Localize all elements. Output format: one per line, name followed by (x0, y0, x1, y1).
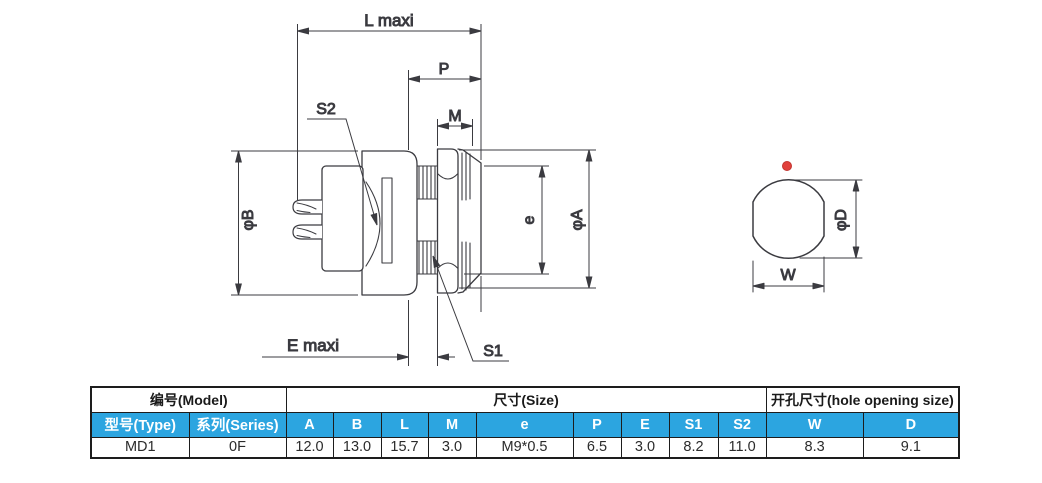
extension-lines (231, 24, 596, 366)
col-header-a: A (285, 411, 334, 438)
dim-label-phi-b: φB (240, 209, 257, 230)
col-header-s1: S1 (668, 411, 719, 438)
panel-cutout-shape (752, 179, 825, 259)
value-p: 6.5 (572, 436, 622, 459)
col-header-w: W (765, 411, 864, 438)
rear-body (321, 165, 364, 272)
value-e: M9*0.5 (475, 436, 574, 459)
value-d: 9.1 (862, 436, 960, 459)
dim-p: P (408, 61, 482, 83)
col-header-m: M (427, 411, 477, 438)
table-group-header-row: 编号(Model) 尺寸(Size) 开孔尺寸(hole opening siz… (90, 386, 960, 413)
value-b: 13.0 (332, 436, 382, 459)
value-e2: 3.0 (620, 436, 670, 459)
leader-s2: S2 (307, 101, 378, 226)
value-w: 8.3 (765, 436, 864, 459)
col-header-l: L (380, 411, 429, 438)
lock-washer (461, 151, 471, 291)
value-m: 3.0 (427, 436, 477, 459)
value-s2: 11.0 (717, 436, 767, 459)
coupling-nut-s2 (361, 150, 418, 296)
col-header-b: B (332, 411, 382, 438)
group-header-size: 尺寸(Size) (285, 386, 767, 413)
dim-label-w: W (780, 267, 796, 284)
col-header-p: P (572, 411, 622, 438)
dim-label-s2: S2 (316, 101, 336, 118)
dim-phi-d: φD (794, 179, 863, 259)
value-l: 15.7 (380, 436, 429, 459)
col-header-series: 系列(Series) (188, 411, 287, 438)
dim-w: W (752, 256, 825, 293)
dim-label-p: P (439, 61, 450, 78)
solder-pins (292, 199, 323, 240)
value-a: 12.0 (285, 436, 334, 459)
col-header-d: D (862, 411, 960, 438)
red-indicator-dot (782, 161, 792, 171)
dim-m: M (437, 108, 473, 130)
dim-label-phi-d: φD (833, 209, 850, 231)
dimensions: L maxi P M φB e (231, 11, 596, 366)
hex-nut-s1 (436, 148, 459, 294)
dim-label-m: M (448, 108, 461, 125)
col-header-e: e (475, 411, 574, 438)
dim-label-phi-a: φA (569, 209, 586, 230)
dim-label-e-maxi: E maxi (287, 336, 339, 355)
dim-phi-a: φA (569, 149, 593, 289)
value-series: 0F (188, 436, 287, 459)
group-header-model: 编号(Model) (90, 386, 287, 413)
panel-cutout-view: φD W (752, 161, 863, 293)
col-header-e2: E (620, 411, 670, 438)
dim-label-s1: S1 (483, 343, 503, 360)
col-header-type: 型号(Type) (90, 411, 190, 438)
value-s1: 8.2 (668, 436, 719, 459)
dim-e: e (521, 165, 546, 275)
table-data-row: MD1 0F 12.0 13.0 15.7 3.0 M9*0.5 6.5 3.0… (90, 436, 960, 459)
col-header-s2: S2 (717, 411, 767, 438)
spec-table: 编号(Model) 尺寸(Size) 开孔尺寸(hole opening siz… (90, 386, 961, 459)
dim-phi-b: φB (235, 150, 258, 296)
dim-label-l-maxi: L maxi (364, 11, 413, 30)
dim-l-maxi: L maxi (297, 11, 482, 35)
table-column-header-row: 型号(Type) 系列(Series) A B L M e P E S1 S2 … (90, 411, 960, 438)
dim-label-e: e (521, 215, 538, 224)
side-view (292, 148, 482, 296)
value-type: MD1 (90, 436, 190, 459)
leader-s1: S1 (432, 255, 509, 362)
dim-e-maxi: E maxi (262, 336, 455, 361)
group-header-hole: 开孔尺寸(hole opening size) (765, 386, 960, 413)
